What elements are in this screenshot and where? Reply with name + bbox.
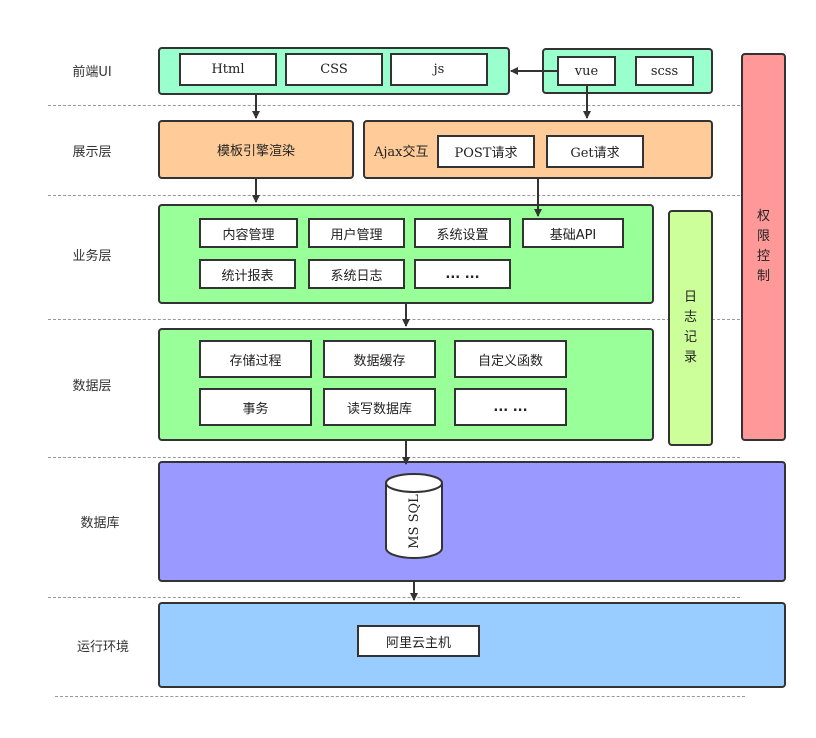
scss-box: scss	[635, 56, 694, 86]
business-item-reports: 统计报表	[199, 259, 296, 289]
log-panel	[668, 210, 713, 446]
host-box: 阿里云主机	[357, 625, 480, 657]
auth-char: 控	[756, 249, 770, 264]
css-box: CSS	[285, 53, 383, 86]
separator-line	[48, 105, 740, 106]
vue-box: vue	[557, 56, 616, 86]
layer-label-runtime: 运行环境	[76, 640, 129, 655]
get-request-box: Get请求	[546, 135, 644, 168]
data-item-transactions: 事务	[199, 388, 312, 426]
auth-char: 限	[756, 229, 770, 244]
database-cylinder-icon	[385, 473, 443, 559]
html-box: Html	[179, 53, 277, 86]
separator-line	[48, 195, 740, 196]
ajax-label: Ajax交互	[374, 145, 429, 160]
data-item-more: ... ...	[454, 388, 567, 426]
auth-char: 制	[756, 269, 770, 284]
business-item-syslog: 系统日志	[308, 259, 405, 289]
js-box: js	[390, 53, 488, 86]
business-item-more: ... ...	[414, 259, 511, 289]
layer-label-database: 数据库	[80, 516, 120, 531]
data-item-functions: 自定义函数	[454, 340, 567, 378]
separator-line	[48, 597, 740, 598]
data-item-cache: 数据缓存	[323, 340, 436, 378]
log-char: 记	[683, 330, 697, 345]
auth-label: 权 限 控 制	[741, 53, 786, 441]
business-item-users: 用户管理	[308, 218, 405, 248]
layer-label-data: 数据层	[72, 379, 112, 394]
ajax-panel	[363, 120, 713, 179]
layer-label-business: 业务层	[72, 249, 112, 264]
auth-char: 权	[756, 209, 770, 224]
business-item-api: 基础API	[522, 218, 624, 248]
separator-line	[55, 696, 745, 697]
log-char: 日	[683, 290, 697, 305]
business-item-content: 内容管理	[199, 218, 298, 248]
separator-line	[48, 457, 740, 458]
layer-label-presentation: 展示层	[72, 145, 112, 160]
data-item-readwrite: 读写数据库	[323, 388, 436, 426]
data-item-procedures: 存储过程	[199, 340, 312, 378]
post-request-box: POST请求	[437, 135, 535, 168]
template-engine-label: 模板引擎渲染	[216, 144, 295, 159]
template-engine-panel: 模板引擎渲染	[158, 120, 354, 179]
database-panel	[158, 461, 786, 582]
log-label: 日 志 记 录	[668, 210, 713, 446]
log-char: 志	[683, 310, 697, 325]
auth-panel	[741, 53, 786, 441]
log-char: 录	[683, 350, 697, 365]
business-item-settings: 系统设置	[414, 218, 511, 248]
layer-label-frontend: 前端UI	[72, 65, 112, 80]
separator-line	[48, 319, 740, 320]
